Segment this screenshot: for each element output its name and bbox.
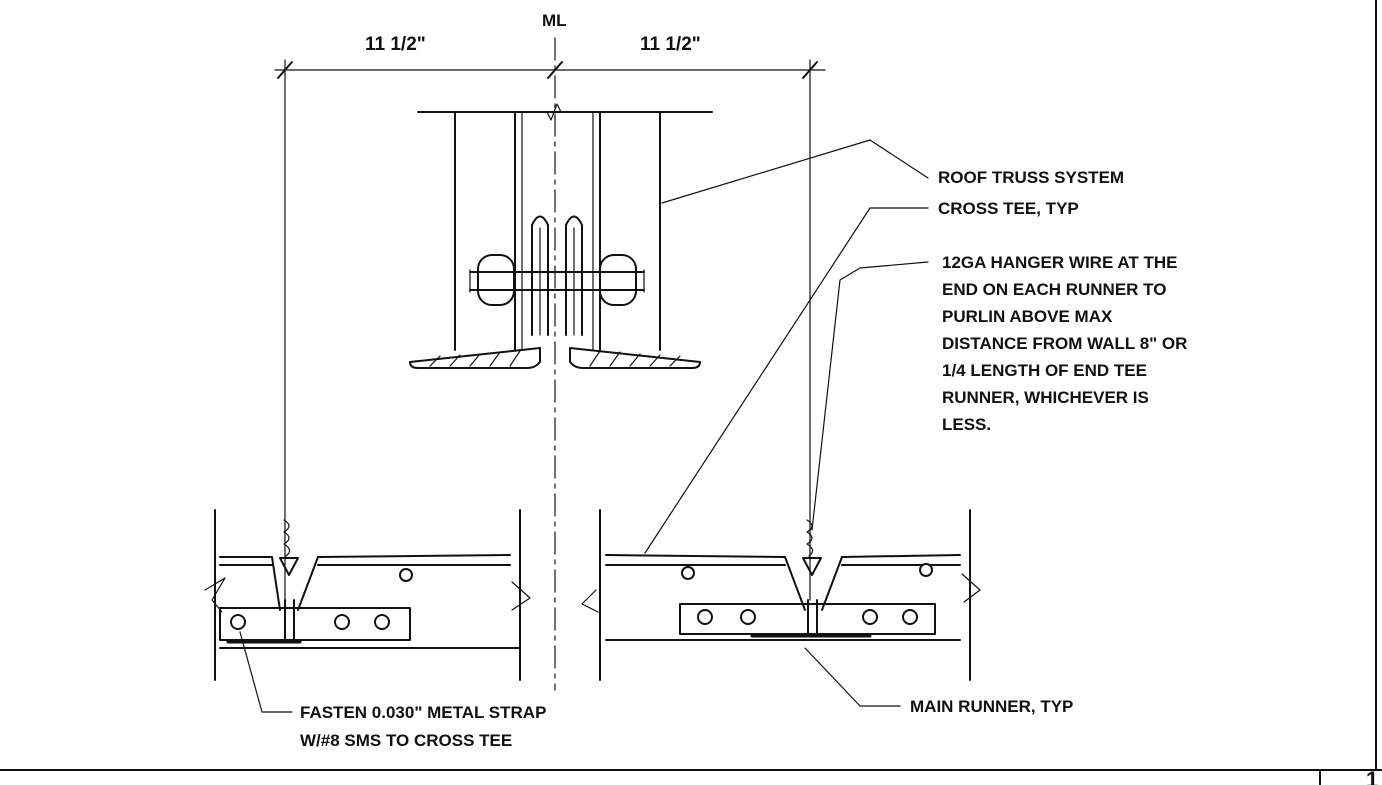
label-main-runner: MAIN RUNNER, TYP — [910, 697, 1073, 716]
annotation-labels: ROOF TRUSS SYSTEM CROSS TEE, TYP 12GA HA… — [300, 168, 1378, 785]
label-fasten-strap-line-1: FASTEN 0.030" METAL STRAP — [300, 703, 546, 722]
dimension-right: 11 1/2" — [640, 34, 701, 55]
label-hanger-wire-line-7: LESS. — [942, 415, 991, 434]
dimension-string: 11 1/2" 11 1/2" — [274, 34, 826, 601]
label-hanger-wire-line-2: END ON EACH RUNNER TO — [942, 280, 1166, 299]
label-fasten-strap-line-2: W/#8 SMS TO CROSS TEE — [300, 731, 512, 750]
leader-lines — [239, 139, 929, 713]
label-roof-truss-system: ROOF TRUSS SYSTEM — [938, 168, 1124, 187]
label-hanger-wire-line-5: 1/4 LENGTH OF END TEE — [942, 361, 1147, 380]
label-hanger-wire-line-4: DISTANCE FROM WALL 8" OR — [942, 334, 1187, 353]
label-hanger-wire-line-1: 12GA HANGER WIRE AT THE — [942, 253, 1178, 272]
roof-truss-section — [409, 103, 713, 369]
right-grid-section — [581, 509, 981, 681]
dimension-left: 11 1/2" — [365, 34, 426, 55]
left-grid-section — [204, 509, 531, 681]
title-block-number: 1 — [1366, 767, 1378, 785]
label-hanger-wire-line-3: PURLIN ABOVE MAX — [942, 307, 1113, 326]
label-cross-tee: CROSS TEE, TYP — [938, 199, 1079, 218]
centerline: ML — [542, 11, 567, 691]
label-hanger-wire-line-6: RUNNER, WHICHEVER IS — [942, 388, 1149, 407]
centerline-mark: ML — [542, 11, 567, 30]
